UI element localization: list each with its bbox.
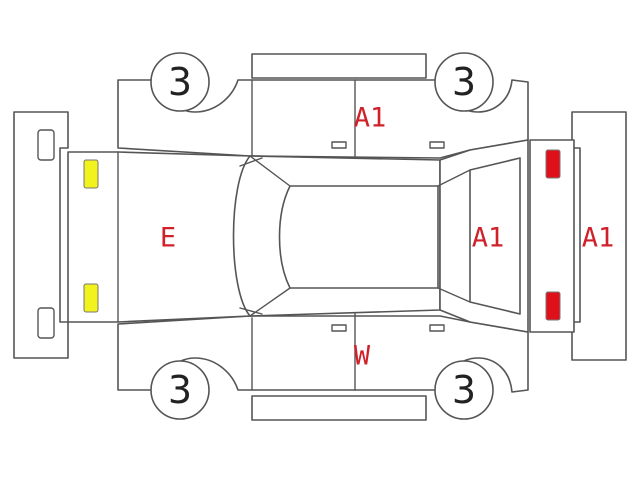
front-bumper (13, 111, 69, 359)
a-pillar-top (249, 155, 291, 187)
wiper-top (239, 157, 263, 167)
roof-strip-top (251, 53, 427, 79)
door-handle-top-front (331, 141, 347, 149)
tire-rear-left-label: 3 (452, 60, 476, 104)
front-bumper-slot-top (37, 129, 55, 161)
front-lamp-bottom (83, 283, 99, 313)
c-pillar-bottom (437, 287, 471, 303)
door-handle-bottom-front (331, 324, 347, 332)
front-bumper-slot-bottom (37, 307, 55, 339)
mark-rear-bumper: A1 (582, 223, 615, 254)
mark-door-lower: W (354, 341, 371, 372)
c-pillar-top (437, 169, 471, 187)
tire-rear-left: 3 (434, 52, 494, 112)
tire-front-left: 3 (150, 52, 210, 112)
tire-front-left-label: 3 (168, 60, 192, 104)
mark-tailgate: A1 (472, 223, 505, 254)
door-handle-bottom-rear (429, 324, 445, 332)
tire-rear-right-label: 3 (452, 368, 476, 412)
roof (278, 185, 439, 289)
rear-lamp-bottom (545, 291, 561, 321)
mark-roof-upper: A1 (354, 103, 387, 134)
front-lamp-top (83, 159, 99, 189)
a-pillar-bottom (249, 287, 291, 317)
wiper-bottom (239, 307, 263, 315)
rear-lamp-top (545, 149, 561, 179)
tire-front-right-label: 3 (168, 368, 192, 412)
tire-rear-right: 3 (434, 360, 494, 420)
roof-strip-bottom (251, 395, 427, 421)
door-handle-top-rear (429, 141, 445, 149)
rear-window (469, 157, 521, 315)
mark-hood: E (160, 223, 176, 254)
tire-front-right: 3 (150, 360, 210, 420)
